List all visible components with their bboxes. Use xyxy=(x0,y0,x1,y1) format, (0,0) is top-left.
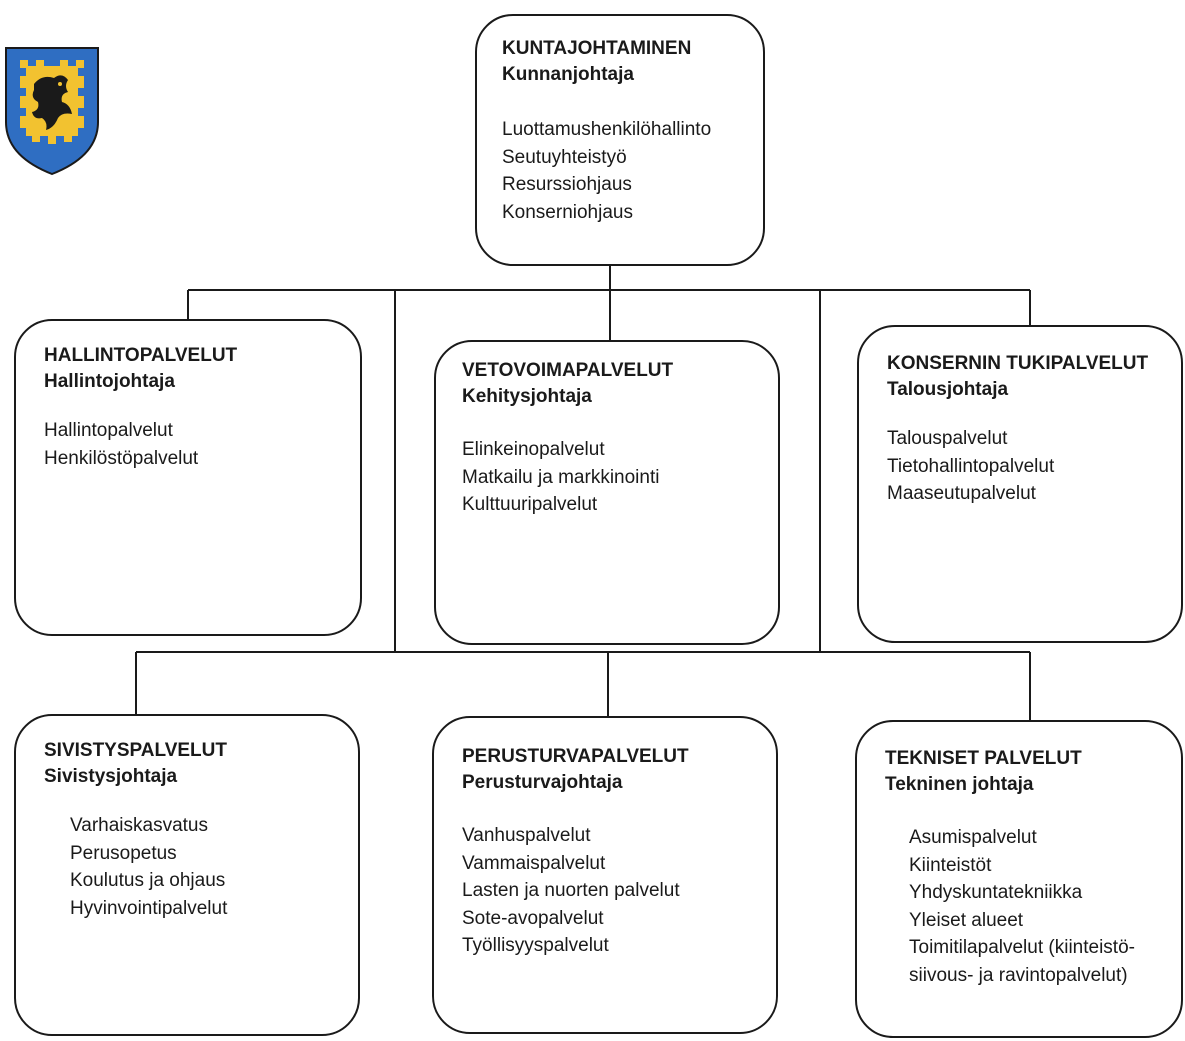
box-item: Sote-avopalvelut xyxy=(462,907,604,929)
box-vetovoimapalvelut: VETOVOIMAPALVELUT Kehitysjohtaja Elinkei… xyxy=(434,340,780,645)
box-item: Työllisyyspalvelut xyxy=(462,935,609,956)
box-sivistyspalvelut: SIVISTYSPALVELUT Sivistysjohtaja Varhais… xyxy=(14,714,360,1036)
box-role: Talousjohtaja xyxy=(887,379,1009,400)
box-hallintopalvelut: HALLINTOPALVELUT Hallintojohtaja Hallint… xyxy=(14,319,362,636)
box-title: SIVISTYSPALVELUT xyxy=(44,740,227,761)
box-title: KUNTAJOHTAMINEN xyxy=(502,38,692,59)
box-item: Luottamushenkilöhallinto xyxy=(502,119,712,140)
box-tekniset-palvelut: TEKNISET PALVELUT Tekninen johtaja Asumi… xyxy=(855,720,1183,1038)
box-role: Hallintojohtaja xyxy=(44,371,175,392)
box-item: Kiinteistöt xyxy=(909,854,992,876)
box-item: Lasten ja nuorten palvelut xyxy=(462,880,680,901)
box-item: Vammaispalvelut xyxy=(462,852,606,874)
box-role: Kunnanjohtaja xyxy=(502,64,634,85)
box-item: Seutuyhteistyö xyxy=(502,146,627,168)
box-title: VETOVOIMAPALVELUT xyxy=(462,360,674,381)
box-item: Yhdyskuntatekniikka xyxy=(909,882,1083,903)
box-role: Sivistysjohtaja xyxy=(44,766,178,787)
box-title: TEKNISET PALVELUT xyxy=(885,748,1082,769)
box-item: Hyvinvointipalvelut xyxy=(70,897,228,919)
box-item: Maaseutupalvelut xyxy=(887,483,1036,504)
box-role: Perusturvajohtaja xyxy=(462,772,623,793)
box-item: Vanhuspalvelut xyxy=(462,825,591,846)
box-item: Perusopetus xyxy=(70,842,177,864)
box-item: Henkilöstöpalvelut xyxy=(44,447,199,469)
box-item: Asumispalvelut xyxy=(909,827,1037,848)
box-item: Kulttuuripalvelut xyxy=(462,494,598,515)
box-item: Talouspalvelut xyxy=(887,428,1008,449)
box-role: Tekninen johtaja xyxy=(885,774,1034,795)
box-item: Koulutus ja ohjaus xyxy=(70,870,226,891)
box-item: Elinkeinopalvelut xyxy=(462,439,605,460)
box-perusturvapalvelut: PERUSTURVAPALVELUT Perusturvajohtaja Van… xyxy=(432,716,778,1034)
box-kuntajohtaminen: KUNTAJOHTAMINEN Kunnanjohtaja Luottamush… xyxy=(475,14,765,266)
box-role: Kehitysjohtaja xyxy=(462,386,592,407)
box-item: Yleiset alueet xyxy=(909,909,1024,931)
box-item: Konserniohjaus xyxy=(502,201,633,223)
box-title: KONSERNIN TUKIPALVELUT xyxy=(887,353,1149,374)
box-item: Matkailu ja markkinointi xyxy=(462,466,660,488)
box-item: Tietohallintopalvelut xyxy=(887,455,1055,477)
box-item: Resurssiohjaus xyxy=(502,174,632,195)
box-item: siivous- ja ravintopalvelut) xyxy=(909,964,1128,986)
box-item: Varhaiskasvatus xyxy=(70,815,208,836)
box-title: HALLINTOPALVELUT xyxy=(44,345,238,366)
box-item: Hallintopalvelut xyxy=(44,420,173,441)
box-item: Toimitilapalvelut (kiinteistö- xyxy=(909,937,1135,958)
municipal-coat-of-arms-icon xyxy=(5,47,99,176)
box-konsernin-tukipalvelut: KONSERNIN TUKIPALVELUT Talousjohtaja Tal… xyxy=(857,325,1183,643)
box-title: PERUSTURVAPALVELUT xyxy=(462,746,689,767)
